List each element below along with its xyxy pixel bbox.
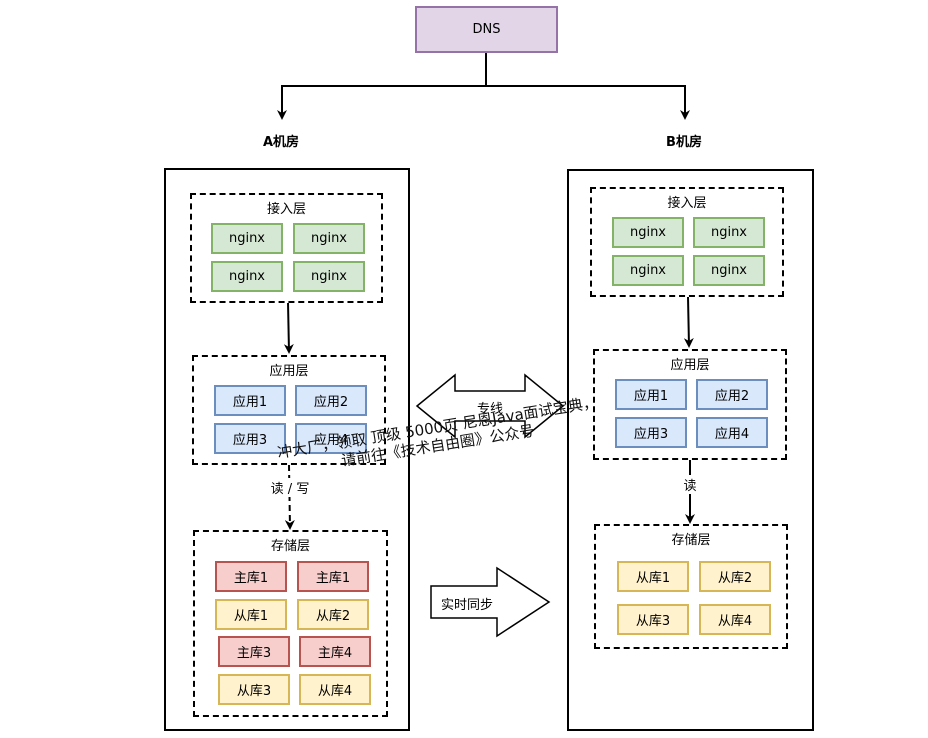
b-slave-2: 从库2 [699, 561, 771, 592]
a-master-4: 主库4 [299, 636, 371, 667]
dc-b-label: B机房 [666, 135, 702, 150]
b-nginx-2: nginx [693, 217, 765, 248]
a-app-2: 应用2 [295, 385, 367, 416]
b-storage-layer: 存储层 从库1 从库2 从库3 从库4 [594, 524, 788, 649]
dc-a-label: A机房 [262, 135, 300, 150]
a-slave-3: 从库3 [218, 674, 290, 705]
b-access-layer: 接入层 nginx nginx nginx nginx [590, 187, 784, 297]
a-rw-label: 读 / 写 [264, 478, 316, 497]
b-app-2: 应用2 [696, 379, 768, 410]
b-nginx-4: nginx [693, 255, 765, 286]
dedicated-line-label: 专线 [476, 402, 503, 417]
a-app-3: 应用3 [214, 423, 286, 454]
b-app-layer-title: 应用层 [670, 358, 710, 373]
b-app-1: 应用1 [615, 379, 687, 410]
a-access-layer: 接入层 nginx nginx nginx nginx [190, 193, 383, 303]
b-slave-3: 从库3 [617, 604, 689, 635]
b-app-3: 应用3 [615, 417, 687, 448]
dedicated-line-arrow [415, 373, 565, 439]
a-master-1: 主库1 [215, 561, 287, 592]
dns-to-b-connector [486, 85, 690, 120]
b-app-4: 应用4 [696, 417, 768, 448]
dns-label: DNS [472, 22, 501, 37]
a-nginx-2: nginx [293, 223, 365, 254]
b-app-layer: 应用层 应用1 应用2 应用3 应用4 [593, 349, 787, 460]
b-nginx-3: nginx [612, 255, 684, 286]
a-access-to-app-arrow [283, 301, 294, 354]
a-storage-layer: 存储层 主库1 主库1 从库1 从库2 主库3 主库4 从库3 从库4 [193, 530, 388, 717]
a-nginx-3: nginx [211, 261, 283, 292]
a-nginx-4: nginx [293, 261, 365, 292]
a-slave-1: 从库1 [215, 599, 287, 630]
a-nginx-1: nginx [211, 223, 283, 254]
a-slave-4: 从库4 [299, 674, 371, 705]
a-app-4: 应用4 [295, 423, 367, 454]
a-slave-2: 从库2 [297, 599, 369, 630]
a-master-2: 主库1 [297, 561, 369, 592]
b-access-to-app-arrow [683, 296, 694, 348]
b-storage-layer-title: 存储层 [671, 533, 711, 548]
a-app-layer: 应用层 应用1 应用2 应用3 应用4 [192, 355, 386, 465]
a-master-3: 主库3 [218, 636, 290, 667]
a-access-layer-title: 接入层 [266, 202, 306, 217]
dc-b-container [567, 169, 814, 731]
dns-trunk-connector [277, 53, 487, 120]
b-slave-1: 从库1 [617, 561, 689, 592]
a-app-layer-title: 应用层 [269, 364, 309, 379]
b-slave-4: 从库4 [699, 604, 771, 635]
dc-a-container [164, 168, 410, 731]
b-nginx-1: nginx [612, 217, 684, 248]
realtime-sync-label: 实时同步 [440, 598, 493, 613]
a-storage-layer-title: 存储层 [270, 539, 310, 554]
a-app-1: 应用1 [214, 385, 286, 416]
b-read-label: 读 [680, 475, 700, 494]
b-access-layer-title: 接入层 [667, 196, 707, 211]
realtime-sync-arrow [430, 566, 551, 638]
dns-node: DNS [415, 6, 558, 53]
